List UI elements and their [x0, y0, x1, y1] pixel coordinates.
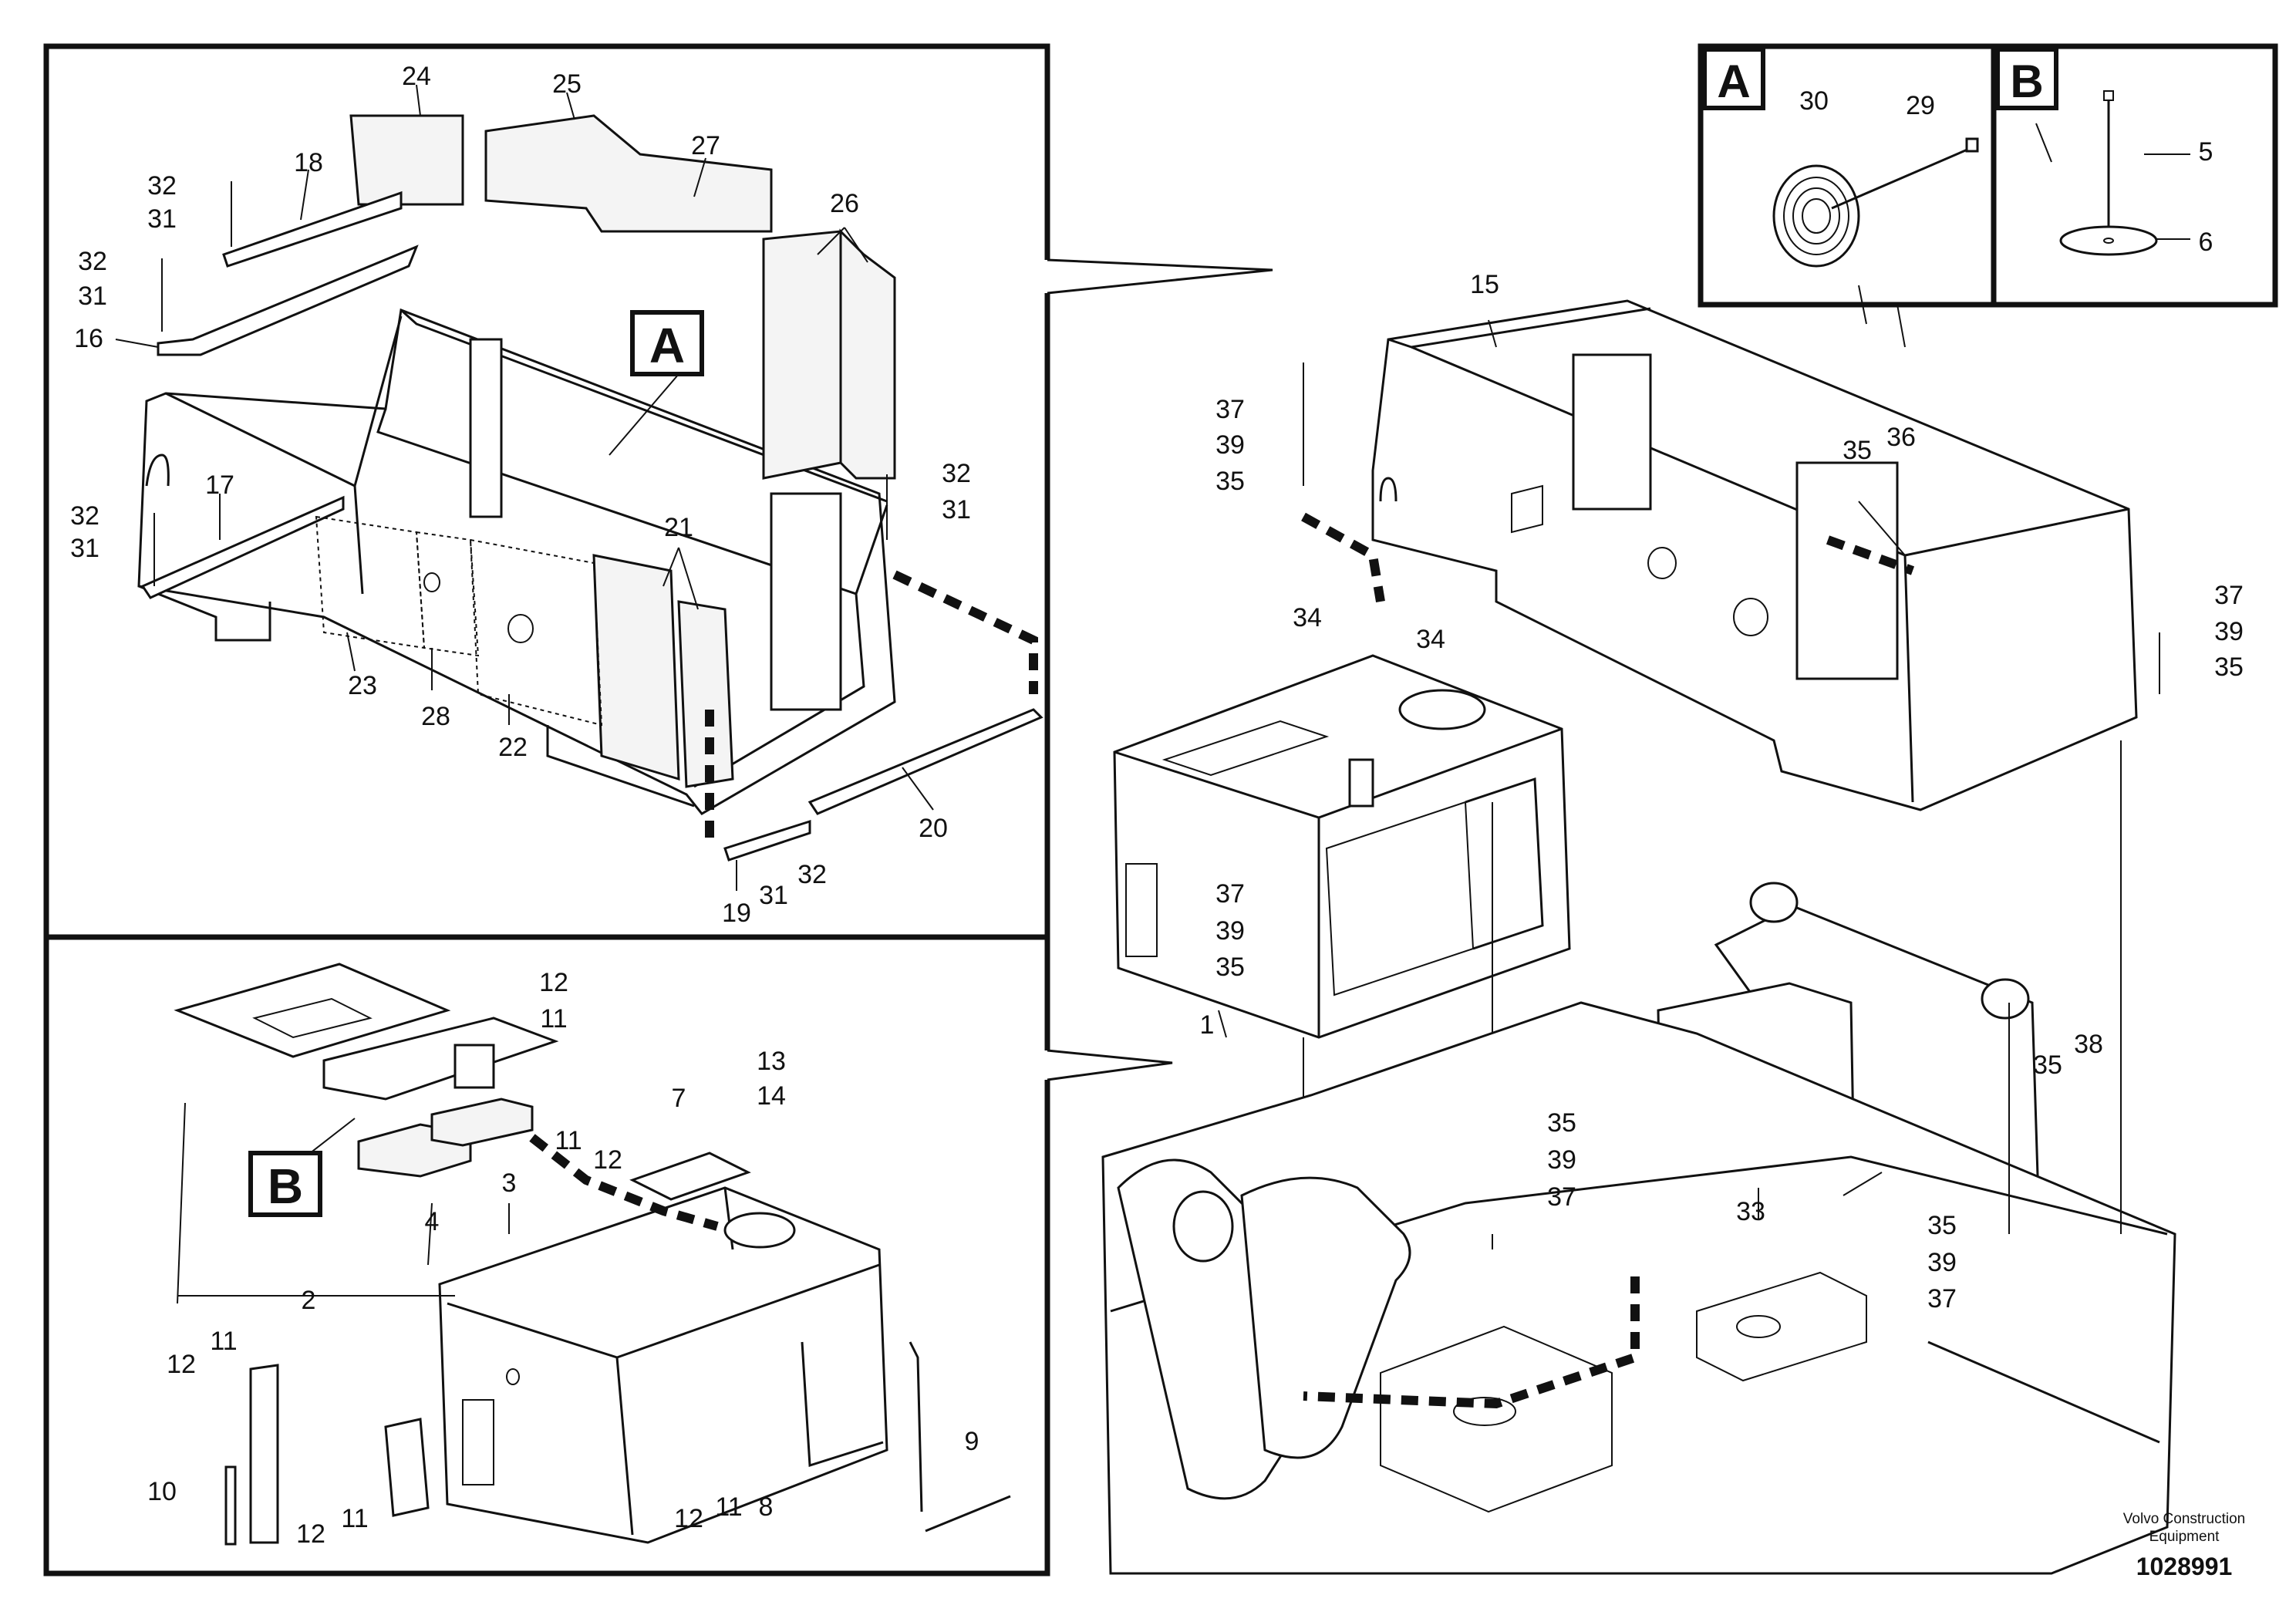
label-37b: 37	[2214, 581, 2244, 610]
zoom-connector-upper	[1047, 258, 1273, 295]
label-19: 19	[722, 899, 751, 928]
label-35d: 35	[1215, 953, 1245, 982]
label-9: 9	[965, 1427, 979, 1456]
label-10: 10	[147, 1477, 177, 1506]
label-35b: 35	[1843, 436, 1872, 465]
label-25: 25	[552, 69, 582, 99]
part-number-labels: 24 25 27 26 18 32 31 32 31 16 17 32 31 3…	[70, 62, 2244, 1549]
label-13: 13	[757, 1047, 786, 1076]
label-12a: 12	[539, 968, 568, 997]
label-35f: 35	[1547, 1108, 1576, 1138]
label-21: 21	[664, 513, 693, 542]
leader-lines	[115, 84, 2190, 1304]
label-32e: 32	[797, 860, 827, 889]
label-32b: 32	[78, 247, 107, 276]
brand-line-1: Volvo Construction	[2123, 1511, 2245, 1527]
label-38: 38	[2074, 1030, 2103, 1059]
detail-b-marker: B	[1995, 47, 2058, 110]
label-11d: 11	[341, 1504, 368, 1533]
cab-frame-drawing	[1301, 299, 2160, 811]
label-35g: 35	[1927, 1211, 1957, 1240]
label-39d: 39	[1547, 1145, 1576, 1175]
label-37d: 37	[1547, 1182, 1576, 1212]
label-2: 2	[302, 1286, 316, 1315]
label-31a: 31	[147, 204, 177, 234]
label-34b: 34	[1416, 625, 1445, 654]
label-39a: 39	[1215, 430, 1245, 460]
label-30: 30	[1799, 86, 1829, 116]
label-33: 33	[1736, 1197, 1765, 1226]
label-31d: 31	[942, 495, 971, 524]
label-35c: 35	[2214, 653, 2244, 682]
detail-panel-frame	[1698, 43, 2278, 308]
label-1: 1	[1200, 1010, 1215, 1040]
lower-frame-drawing	[174, 963, 1011, 1546]
label-11a: 11	[540, 1004, 567, 1034]
label-39c: 39	[1215, 916, 1245, 946]
zoom-connector-lower	[1047, 1049, 1173, 1081]
label-15: 15	[1470, 270, 1499, 299]
label-28: 28	[421, 702, 450, 731]
label-12d: 12	[296, 1519, 325, 1549]
fastener-pin-drawing	[2059, 90, 2158, 256]
label-12e: 12	[674, 1504, 703, 1533]
panel-lower-left-frame	[43, 934, 1050, 1576]
label-37e: 37	[1927, 1284, 1957, 1313]
label-11c: 11	[210, 1327, 237, 1356]
label-24: 24	[402, 62, 431, 91]
svg-text:A: A	[1717, 56, 1750, 107]
upper-frame-drawing	[137, 114, 1043, 862]
label-32a: 32	[147, 171, 177, 201]
svg-text:B: B	[2010, 56, 2043, 107]
label-31b: 31	[78, 282, 107, 311]
label-3: 3	[502, 1168, 517, 1198]
label-12b: 12	[593, 1145, 622, 1175]
document-number: 1028991	[2136, 1553, 2233, 1580]
label-29: 29	[1906, 91, 1935, 120]
label-5: 5	[2199, 137, 2213, 167]
chassis-drawing	[1101, 740, 2176, 1575]
brand-line-2: Equipment	[2149, 1529, 2220, 1545]
label-37c: 37	[1215, 879, 1245, 909]
label-4: 4	[425, 1207, 440, 1236]
label-18: 18	[294, 148, 323, 177]
label-34a: 34	[1293, 603, 1322, 632]
label-31e: 31	[759, 881, 788, 910]
label-32c: 32	[70, 501, 99, 531]
svg-text:B: B	[268, 1158, 303, 1214]
label-35e: 35	[2033, 1050, 2062, 1080]
label-16: 16	[74, 324, 103, 353]
label-39e: 39	[1927, 1248, 1957, 1277]
detail-a-marker: A	[1702, 47, 1765, 110]
panel-upper-left-frame	[43, 43, 1050, 940]
label-11e: 11	[715, 1492, 742, 1522]
label-23: 23	[348, 671, 377, 700]
label-17: 17	[205, 470, 234, 500]
label-35a: 35	[1215, 467, 1245, 496]
label-11b: 11	[555, 1126, 582, 1155]
callout-b-box: B	[248, 1151, 322, 1217]
label-12c: 12	[167, 1350, 196, 1379]
label-8: 8	[759, 1492, 774, 1522]
label-22: 22	[498, 733, 528, 762]
title-block: Volvo Construction Equipment 1028991	[2123, 1511, 2245, 1580]
label-31c: 31	[70, 534, 99, 563]
label-36: 36	[1886, 423, 1916, 452]
label-39b: 39	[2214, 617, 2244, 646]
label-27: 27	[691, 131, 720, 160]
label-7: 7	[672, 1084, 686, 1113]
label-14: 14	[757, 1081, 786, 1111]
label-20: 20	[919, 814, 948, 843]
label-37a: 37	[1215, 395, 1245, 424]
svg-text:A: A	[649, 318, 685, 373]
label-26: 26	[830, 189, 859, 218]
label-32d: 32	[942, 459, 971, 488]
insulation-washer-drawing	[1772, 137, 1979, 268]
callout-a-box: A	[630, 310, 704, 376]
label-6: 6	[2199, 228, 2213, 257]
